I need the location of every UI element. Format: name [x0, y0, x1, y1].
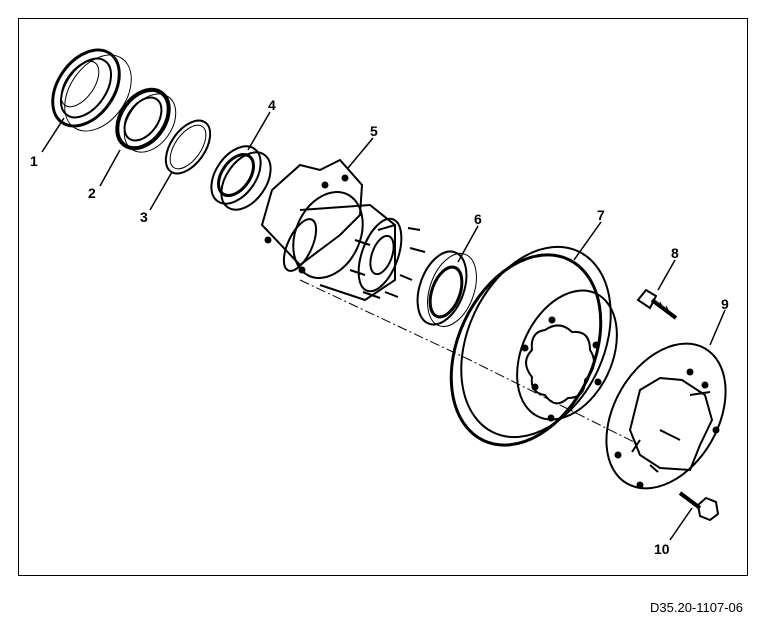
callout-10: 10: [654, 541, 670, 557]
spacer-ring: [164, 119, 212, 175]
diagram-reference-code: D35.20-1107-06: [650, 600, 743, 615]
wheel-hub: [260, 158, 426, 302]
leader-line-7: [573, 221, 602, 261]
seal-outer: [51, 48, 132, 132]
center-axis-line: [299, 279, 641, 446]
seal-ring: [115, 87, 177, 153]
inner-bearing: [416, 250, 477, 327]
disc-bolt: [636, 288, 678, 320]
callout-5: 5: [370, 123, 378, 139]
callout-3: 3: [140, 209, 148, 225]
callout-4: 4: [268, 97, 276, 113]
outer-bearing: [210, 145, 272, 211]
leader-line-4: [247, 111, 271, 151]
leader-line-9: [709, 309, 726, 346]
leader-line-2: [99, 149, 121, 187]
hex-bolt: [678, 491, 720, 522]
leader-line-10: [669, 507, 693, 541]
leader-line-1: [41, 117, 65, 153]
callout-7: 7: [597, 207, 605, 223]
leader-line-5: [347, 137, 374, 169]
callout-2: 2: [88, 185, 96, 201]
brake-disc: [449, 245, 618, 447]
diagram-frame: [18, 18, 748, 576]
leader-line-8: [657, 259, 676, 291]
leader-line-6: [457, 225, 479, 263]
callout-9: 9: [721, 296, 729, 312]
callout-1: 1: [30, 153, 38, 169]
callout-6: 6: [474, 211, 482, 227]
backing-plate: [605, 342, 727, 490]
callout-8: 8: [671, 245, 679, 261]
leader-line-3: [149, 171, 173, 211]
